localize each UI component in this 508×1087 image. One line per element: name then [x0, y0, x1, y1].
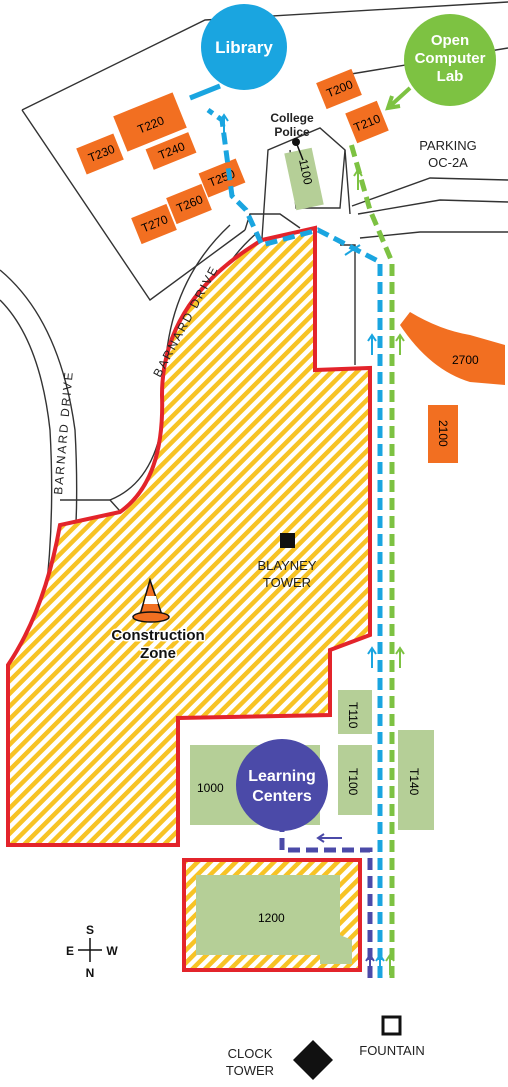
- blayney-tower-icon: [280, 533, 295, 548]
- open-lab-line3: Lab: [437, 68, 464, 85]
- compass-e: E: [66, 944, 74, 958]
- compass-w: W: [106, 944, 118, 958]
- building-t140-shape: [398, 730, 434, 830]
- college-police-line2: Police: [274, 125, 310, 139]
- construction-zone: [6, 225, 372, 847]
- label-2100: 2100: [436, 420, 450, 447]
- learning-centers-line1: Learning: [248, 768, 316, 785]
- label-1200: 1200: [258, 911, 285, 925]
- clock-tower-label-line1: CLOCK: [228, 1046, 273, 1061]
- college-police: College Police: [270, 111, 314, 161]
- blayney-label-line1: BLAYNEY: [257, 558, 316, 573]
- barnard-drive-inner: [0, 299, 53, 601]
- library-label: Library: [215, 38, 273, 57]
- building-t260-shape: [166, 183, 212, 225]
- label-t100: T100: [346, 768, 360, 796]
- parking-label-line1: PARKING: [419, 138, 477, 153]
- fountain-label: FOUNTAIN: [359, 1043, 424, 1058]
- building-t230-shape: [76, 133, 124, 175]
- building-t270-shape: [131, 203, 177, 245]
- orange-buildings: [76, 68, 505, 463]
- label-1100: 1100: [296, 158, 315, 186]
- building-1200-shape: [196, 875, 352, 964]
- green-buildings: [190, 147, 434, 964]
- open-lab-line2: Computer: [415, 50, 486, 67]
- label-2700: 2700: [452, 353, 479, 367]
- northwest-lot-outline: [21, 1, 508, 111]
- building-t210-shape: [345, 100, 389, 144]
- label-t140: T140: [407, 768, 421, 796]
- fountain-icon: [381, 1015, 402, 1036]
- northwest-lot-bottom: [21, 109, 246, 301]
- building-t240-shape: [145, 132, 197, 170]
- building-1100-shape: [284, 147, 324, 211]
- learning-centers-line2: Centers: [252, 788, 312, 805]
- clock-tower-icon: [293, 1040, 333, 1080]
- open-lab-line1: Open: [431, 32, 469, 49]
- barnard-drive-label-west: BARNARD DRIVE: [51, 370, 76, 495]
- building-t250-shape: [198, 158, 246, 198]
- clock-tower-label-line2: TOWER: [226, 1063, 274, 1078]
- compass-s: S: [86, 923, 94, 937]
- building-t220-shape: [113, 92, 187, 152]
- college-police-line1: College: [270, 111, 314, 125]
- building-2700-shape: [400, 312, 505, 385]
- building-t100-shape: [338, 745, 372, 815]
- blayney-label-line2: TOWER: [263, 575, 311, 590]
- library-marker[interactable]: Library: [189, 4, 287, 101]
- learning-centers-marker[interactable]: Learning Centers: [236, 739, 328, 831]
- building-t200-shape: [316, 68, 362, 110]
- traffic-cone-icon: [132, 577, 170, 623]
- construction-label-line1: Construction: [111, 627, 204, 644]
- building-2100-shape: [428, 405, 458, 463]
- construction-label-line2: Zone: [140, 645, 176, 662]
- label-1000: 1000: [197, 781, 224, 795]
- building-t110-shape: [338, 690, 372, 734]
- compass: S E W N: [66, 923, 118, 980]
- open-lab-marker[interactable]: Open Computer Lab: [404, 14, 496, 106]
- purple-route: [279, 830, 373, 978]
- compass-n: N: [86, 966, 95, 980]
- route-arrows: [219, 86, 412, 975]
- green-route: [347, 139, 395, 978]
- label-t110: T110: [346, 702, 360, 729]
- parking-label-line2: OC-2A: [428, 155, 468, 170]
